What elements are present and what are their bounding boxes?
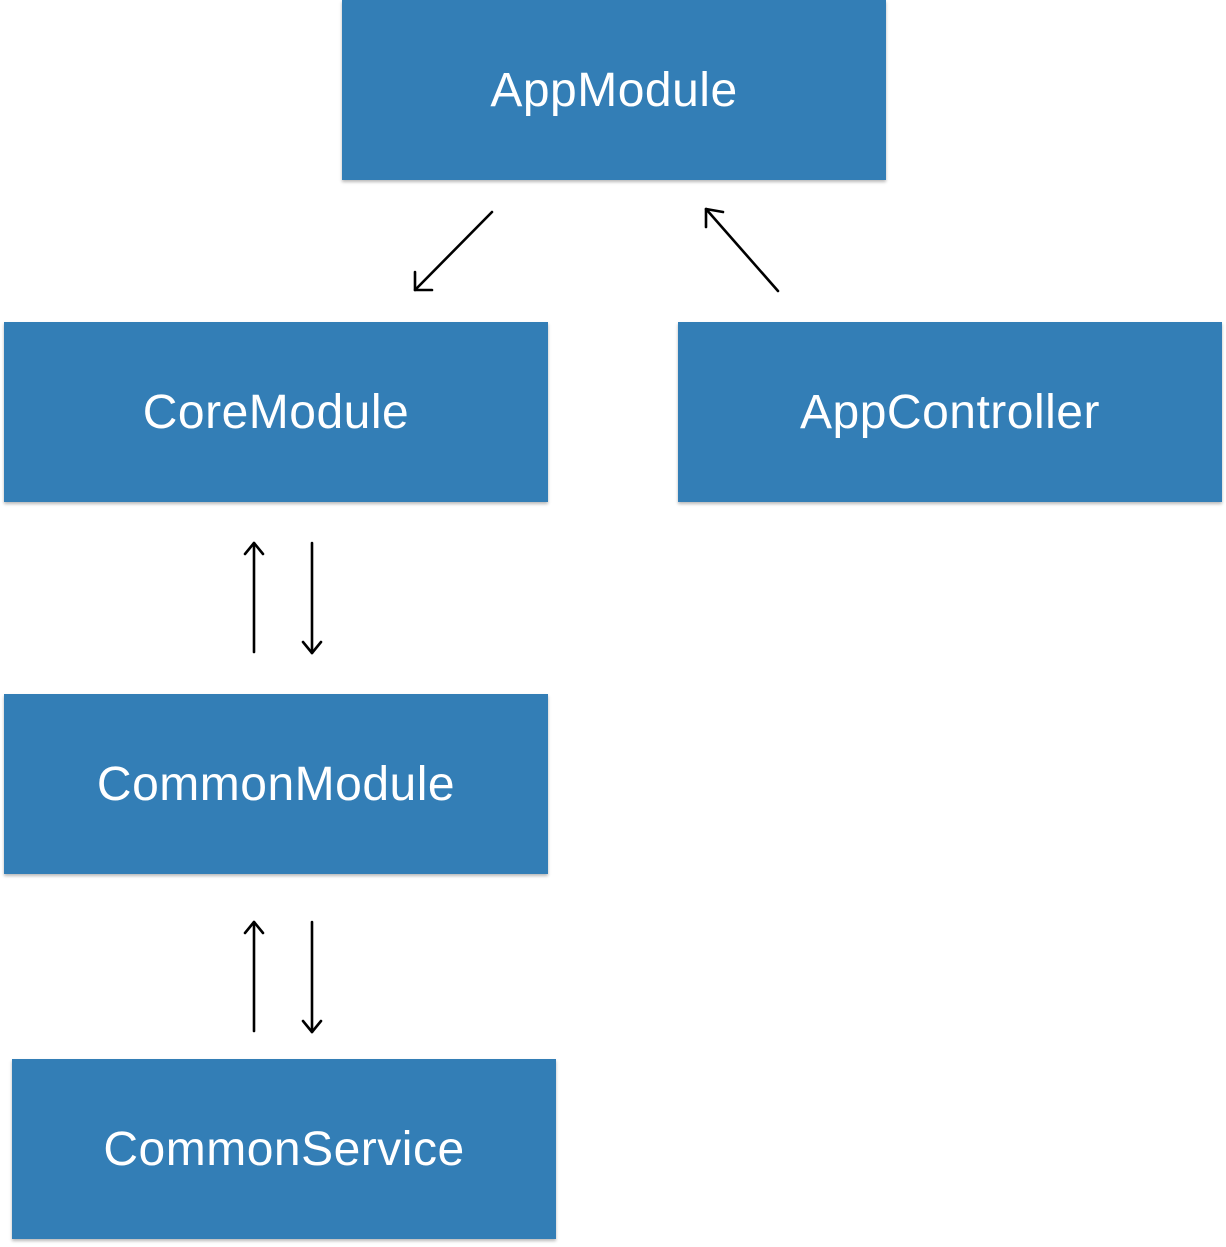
node-core-module: CoreModule: [4, 322, 548, 502]
arrow-commonmodule-to-coremodule: [243, 541, 265, 654]
arrow-coremodule-to-commonmodule: [301, 541, 323, 655]
arrow-head: [243, 920, 265, 935]
arrow-head: [704, 207, 725, 229]
node-common-module: CommonModule: [4, 694, 548, 874]
node-app-module: AppModule: [342, 0, 886, 180]
arrow-commonservice-to-commonmodule: [243, 920, 265, 1033]
arrow-shaft: [704, 207, 780, 293]
arrow-shaft: [413, 210, 494, 292]
node-common-module-label: CommonModule: [96, 757, 456, 811]
arrow-head: [243, 541, 265, 556]
node-app-controller: AppController: [678, 322, 1222, 502]
arrow-head: [301, 640, 323, 655]
node-core-module-label: CoreModule: [142, 385, 410, 439]
arrow-appcontroller-to-appmodule: [704, 207, 780, 293]
arrow-head: [301, 1019, 323, 1034]
arrow-commonmodule-to-commonservice: [301, 920, 323, 1034]
arrow-head: [413, 270, 434, 292]
node-app-controller-label: AppController: [800, 385, 1100, 439]
node-app-module-label: AppModule: [490, 63, 738, 117]
node-common-service: CommonService: [12, 1059, 556, 1239]
arrow-appmodule-to-coremodule: [413, 210, 494, 292]
node-common-service-label: CommonService: [103, 1122, 465, 1176]
